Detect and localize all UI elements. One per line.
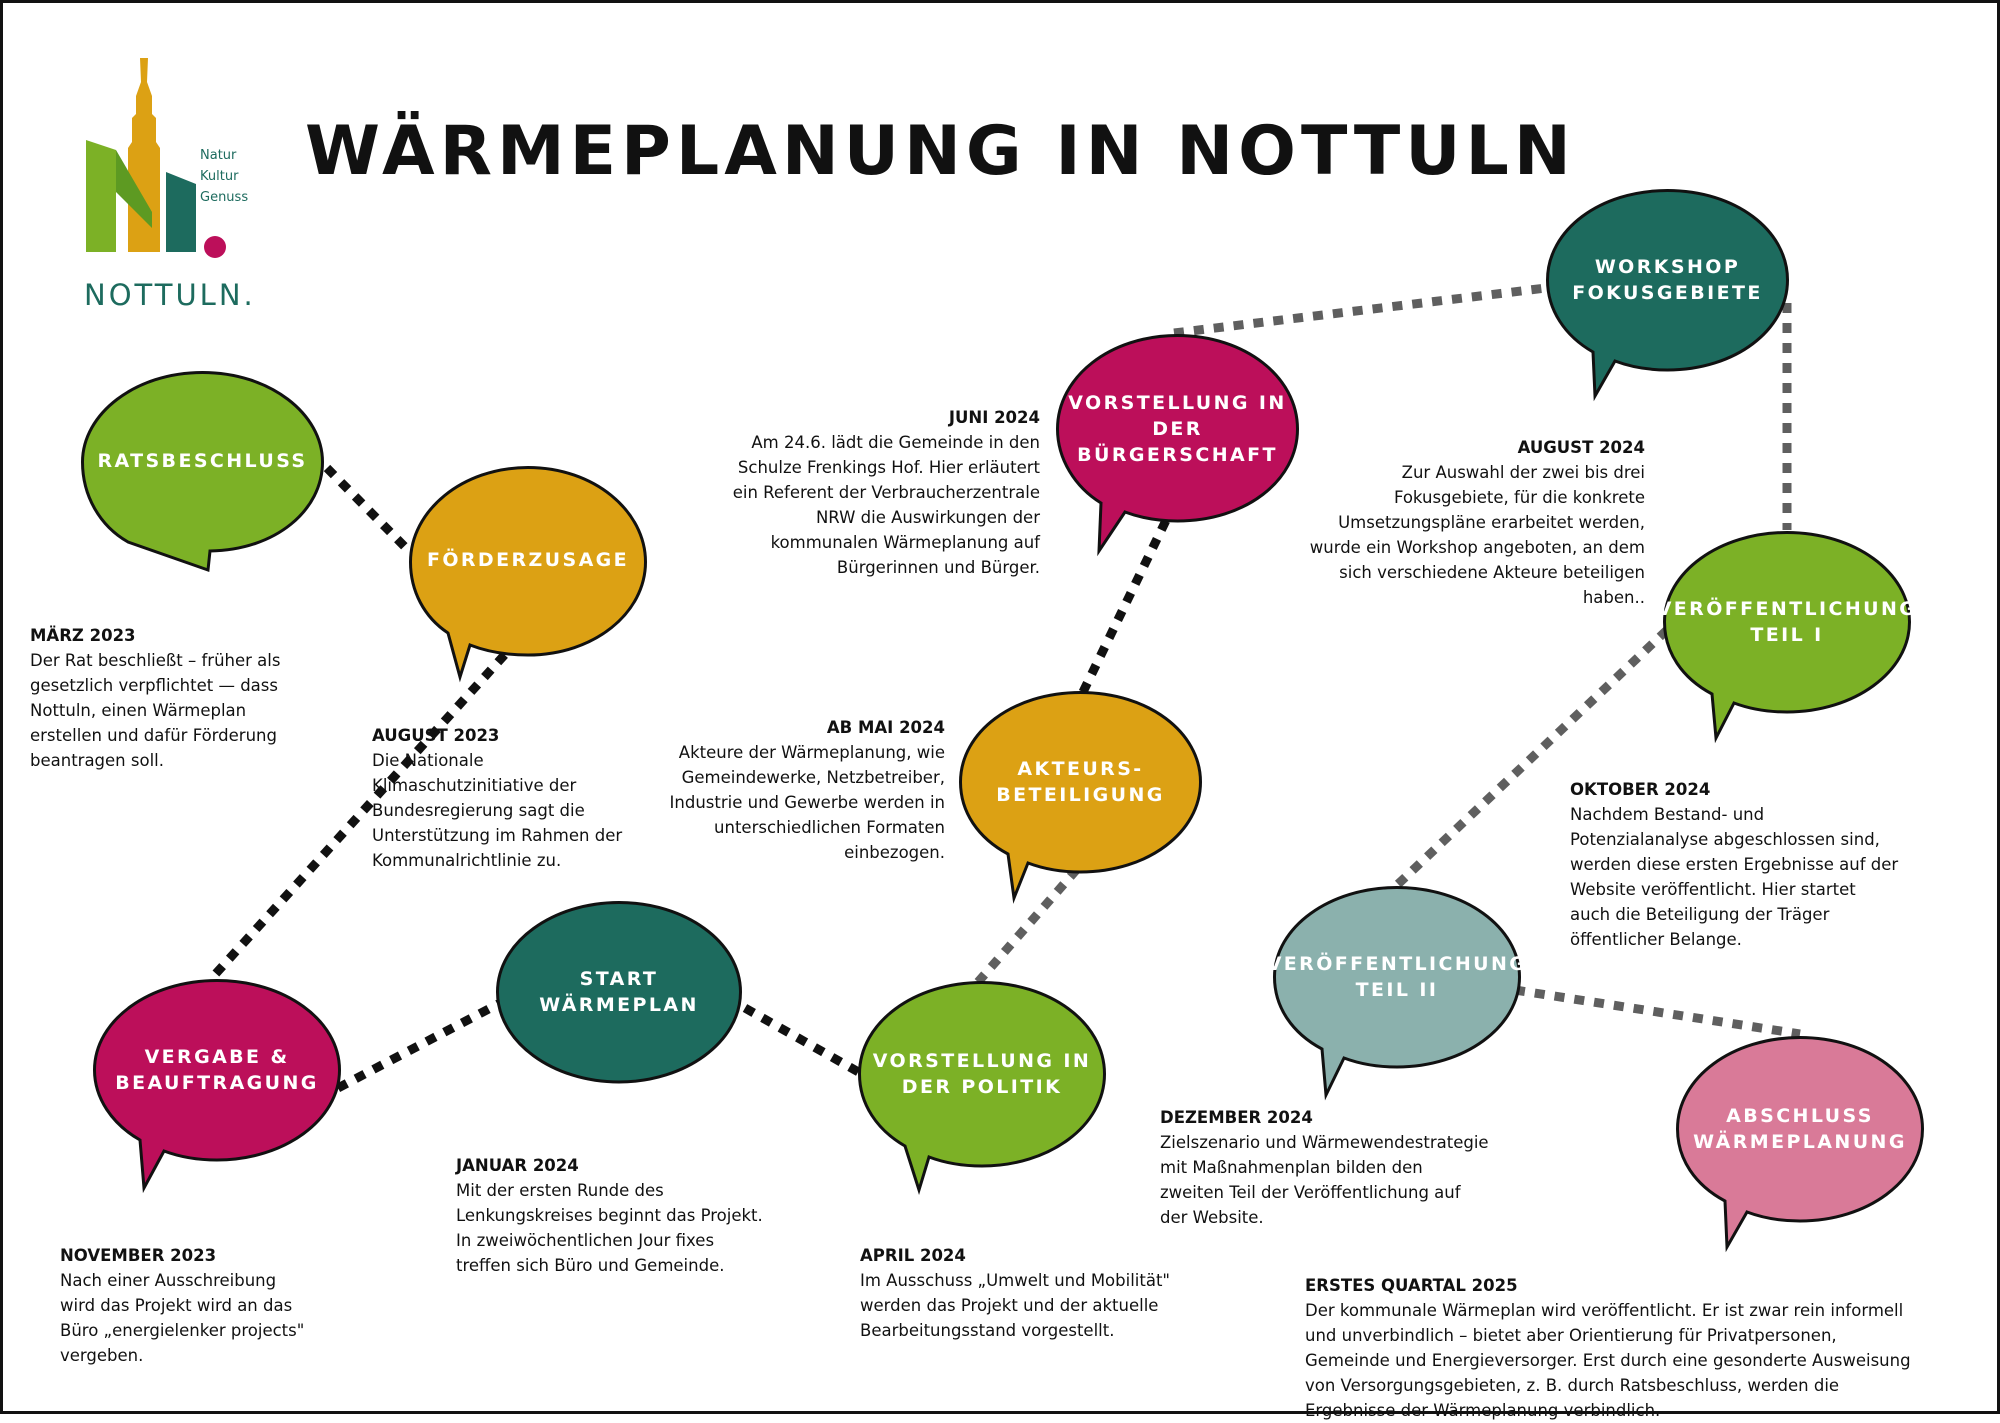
connector-veroeff2-abschluss — [1514, 985, 1801, 1039]
bubble-label: ABSCHLUSS WÄRMEPLANUNG — [1693, 1105, 1907, 1153]
milestone-text: Die Nationale Klimaschutzinitiative der … — [372, 751, 623, 870]
bubble-buergerschaft: VORSTELLUNG IN DER BÜRGERSCHAFT — [1055, 333, 1300, 557]
connector-start-politik — [742, 1004, 865, 1078]
milestone-text: Akteure der Wärmeplanung, wie Gemeindewe… — [669, 743, 945, 862]
bubble-shape — [408, 465, 648, 683]
logo-name: NOTTULN. — [84, 278, 256, 312]
bubble-akteure: AKTEURS- BETEILIGUNG — [958, 690, 1203, 904]
description-buergerschaft: JUNI 2024 Am 24.6. lädt die Gemeinde in d… — [680, 380, 1040, 580]
bubble-label: AKTEURS- BETEILIGUNG — [996, 758, 1165, 806]
bubble-label: VERÖFFENTLICHUNG TEIL I — [1656, 598, 1918, 646]
connector-akteure-buergerschaft — [1078, 506, 1177, 694]
bubble-label: WORKSHOP FOKUSGEBIETE — [1572, 256, 1763, 304]
bubble-abschluss: ABSCHLUSS WÄRMEPLANUNG — [1675, 1035, 1925, 1253]
milestone-text: Der kommunale Wärmeplan wird veröffentli… — [1305, 1301, 1911, 1420]
bubble-workshop: WORKSHOP FOKUSGEBIETE — [1545, 188, 1790, 402]
page-title: WÄRMEPLANUNG IN NOTTULN — [305, 112, 1576, 191]
bubble-label: VERÖFFENTLICHUNG TEIL II — [1266, 953, 1528, 1001]
bubble-label: FÖRDERZUSAGE — [426, 549, 630, 571]
bubble-ratsbeschluss: RATSBESCHLUSS — [80, 370, 325, 575]
bubble-foerderzusage: FÖRDERZUSAGE — [408, 465, 648, 683]
bubble-shape — [80, 370, 325, 573]
bubble-shape — [495, 900, 743, 1084]
milestone-date: JANUAR 2024 — [456, 1156, 579, 1175]
bubble-label: VERGABE & BEAUFTRAGUNG — [115, 1046, 319, 1094]
bubble-veroeff2: VERÖFFENTLICHUNG TEIL II — [1266, 885, 1528, 1101]
milestone-date: JUNI 2024 — [948, 408, 1040, 427]
bubble-vergabe: VERGABE & BEAUFTRAGUNG — [92, 978, 342, 1194]
connector-foerderzusage-vergabe — [206, 636, 522, 984]
milestone-text: Im Ausschuss „Umwelt und Mobilität" werd… — [860, 1271, 1171, 1340]
nottuln-logo: Natur Kultur Genuss NOTTULN. — [78, 52, 278, 312]
bubble-shape — [92, 978, 342, 1194]
milestone-text: Am 24.6. lädt die Gemeinde in den Schulz… — [732, 433, 1040, 577]
milestone-text: Nach einer Ausschreibung wird das Projek… — [60, 1271, 305, 1365]
connector-ratsbeschluss-foerderzusage — [323, 464, 414, 556]
milestone-text: Zielszenario und Wärmewendestrategie mit… — [1160, 1133, 1489, 1227]
logo-graphic — [86, 58, 226, 258]
milestone-text: Mit der ersten Runde des Lenkungskreises… — [456, 1181, 763, 1275]
connector-veroeff1-veroeff2 — [1392, 626, 1671, 890]
logo-tagline-kultur: Kultur — [200, 169, 239, 184]
bubble-label: RATSBESCHLUSS — [97, 450, 308, 472]
bubble-shape — [1272, 885, 1522, 1101]
milestone-date: AUGUST 2023 — [372, 726, 500, 745]
connector-vergabe-start — [335, 998, 505, 1092]
connector-buergerschaft-workshop — [1173, 283, 1547, 338]
bubble-shape — [857, 980, 1107, 1196]
milestone-date: DEZEMBER 2024 — [1160, 1108, 1313, 1127]
logo-tagline-genuss: Genuss — [200, 190, 249, 205]
bubble-politik: VORSTELLUNG IN DER POLITIK — [857, 980, 1107, 1196]
milestone-date: AB MAI 2024 — [826, 718, 945, 737]
bubble-veroeff1: VERÖFFENTLICHUNG TEIL I — [1656, 530, 1918, 744]
bubble-start: START WÄRMEPLAN — [495, 900, 743, 1100]
connector-politik-akteure — [974, 857, 1089, 985]
milestone-date: MÄRZ 2023 — [30, 626, 136, 645]
bubble-label: VORSTELLUNG IN DER POLITIK — [872, 1050, 1092, 1098]
bubble-shape — [1662, 530, 1912, 744]
milestone-text: Nachdem Bestand- und Potenzialanalyse ab… — [1570, 805, 1899, 949]
logo-tagline-natur: Natur — [200, 148, 237, 163]
bubble-shape — [1055, 333, 1300, 557]
milestone-date: APRIL 2024 — [860, 1246, 966, 1265]
milestone-date: NOVEMBER 2023 — [60, 1246, 217, 1265]
description-politik: APRIL 2024 Im Ausschuss „Umwelt und Mobil… — [860, 1218, 1220, 1343]
milestone-text: Der Rat beschließt – früher als gesetzli… — [30, 651, 281, 770]
bubble-label: START WÄRMEPLAN — [539, 968, 699, 1016]
bubble-shape — [958, 690, 1203, 904]
milestone-date: AUGUST 2024 — [1517, 438, 1645, 457]
milestone-text: Zur Auswahl der zwei bis drei Fokusgebie… — [1309, 463, 1645, 607]
bubble-label: VORSTELLUNG IN DER BÜRGERSCHAFT — [1068, 392, 1287, 466]
milestone-date: ERSTES QUARTAL 2025 — [1305, 1276, 1518, 1295]
bubble-shape — [1545, 188, 1790, 402]
bubble-shape — [1675, 1035, 1925, 1253]
milestone-date: OKTOBER 2024 — [1570, 780, 1711, 799]
